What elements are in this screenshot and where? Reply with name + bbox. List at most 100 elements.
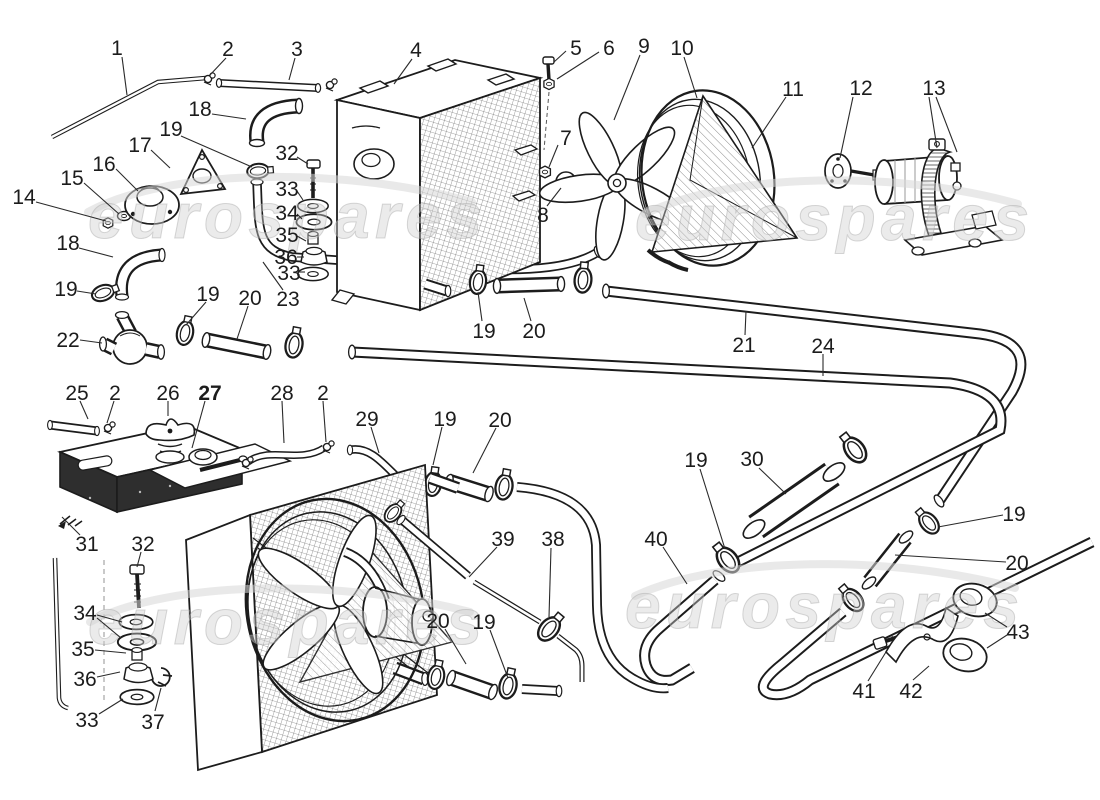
bracket-42-art <box>885 606 959 664</box>
part-label-18: 18 <box>188 98 211 121</box>
leader-line-36 <box>96 671 121 678</box>
part-label-34: 34 <box>275 202 299 225</box>
leader-line-23 <box>262 261 284 291</box>
leader-line-32 <box>136 551 142 568</box>
leader-line-10 <box>683 56 698 99</box>
part-label-19: 19 <box>684 449 707 472</box>
leader-line-9 <box>613 54 641 121</box>
part-label-16: 16 <box>92 153 115 176</box>
leader-line-18 <box>211 113 247 120</box>
leader-line-19 <box>937 514 1004 528</box>
pipe-1-art <box>50 75 207 140</box>
part-label-14: 14 <box>12 186 36 209</box>
part-label-5: 5 <box>570 37 582 60</box>
leader-line-20 <box>523 297 532 322</box>
leader-line-17 <box>150 149 171 169</box>
leader-line-20 <box>236 305 249 340</box>
part-label-7: 7 <box>560 127 572 150</box>
part-label-19: 19 <box>196 283 219 306</box>
leader-line-13 <box>935 96 958 153</box>
leader-line-37 <box>154 687 162 712</box>
leader-line-4 <box>393 58 413 85</box>
part-label-33: 33 <box>75 709 98 732</box>
leader-line-20 <box>894 554 1007 563</box>
leader-line-28 <box>281 400 285 444</box>
leader-line-33 <box>296 190 304 201</box>
leader-line-19 <box>180 135 253 168</box>
leader-line-43 <box>986 634 1008 649</box>
hose-30-art <box>742 462 846 539</box>
clip-2a-art <box>203 72 216 86</box>
hose-20e-art <box>861 530 914 590</box>
part-label-27: 27 <box>198 382 221 405</box>
mount-column-bottom-art <box>103 560 173 706</box>
part-label-3: 3 <box>291 38 303 61</box>
part-label-25: 25 <box>65 382 88 405</box>
part-label-19: 19 <box>472 611 495 634</box>
pipe-left-thin-art <box>52 557 69 711</box>
part-label-19: 19 <box>54 278 77 301</box>
leader-line-29 <box>370 426 380 454</box>
clip-2b-art <box>325 78 338 92</box>
leader-line-21 <box>744 310 747 336</box>
leader-line-2 <box>209 57 227 76</box>
clamp-19c-art <box>173 313 198 348</box>
clamp-19h-art <box>910 503 944 539</box>
part-label-11: 11 <box>782 78 804 101</box>
part-label-20: 20 <box>488 409 511 432</box>
filler-27-art <box>188 448 218 466</box>
leader-line-35 <box>296 235 307 242</box>
part-label-34: 34 <box>73 602 97 625</box>
part-label-20: 20 <box>426 610 449 633</box>
part-label-9: 9 <box>638 35 650 58</box>
part-label-21: 21 <box>732 334 755 357</box>
leader-line-14 <box>35 201 107 222</box>
wing-cap-26-art <box>145 418 196 464</box>
part-label-20: 20 <box>238 287 261 310</box>
hose-25-art <box>47 419 100 437</box>
pipe-24-art <box>347 344 1007 573</box>
shroud-10-art <box>636 89 799 272</box>
part-label-20: 20 <box>1005 552 1028 575</box>
part-label-10: 10 <box>670 37 693 60</box>
leader-line-15 <box>83 182 120 215</box>
part-label-4: 4 <box>410 39 422 62</box>
clip-2e-art <box>322 440 335 454</box>
leader-line-3 <box>288 57 296 81</box>
leader-line-19 <box>76 290 97 295</box>
pipe-bottom-stub-art <box>521 684 563 698</box>
part-label-2: 2 <box>222 38 234 61</box>
part-label-22: 22 <box>56 329 79 352</box>
leader-line-39 <box>468 546 498 578</box>
part-label-18: 18 <box>56 232 79 255</box>
leader-line-5 <box>553 50 567 63</box>
part-label-38: 38 <box>541 528 564 551</box>
part-label-31: 31 <box>75 533 98 556</box>
part-label-36: 36 <box>274 246 297 269</box>
part-label-2: 2 <box>109 382 121 405</box>
leader-line-32 <box>296 156 309 165</box>
leader-line-7 <box>548 144 559 168</box>
part-label-33: 33 <box>277 262 300 285</box>
leader-line-19 <box>489 629 509 679</box>
part-label-43: 43 <box>1006 621 1029 644</box>
leader-line-41 <box>867 651 887 682</box>
part-label-30: 30 <box>740 448 763 471</box>
watermark-top-right: eurospares <box>635 176 1032 255</box>
leader-line-35 <box>94 649 127 654</box>
part-label-35: 35 <box>71 638 94 661</box>
leader-line-20 <box>472 427 497 474</box>
leader-line-8 <box>546 187 562 207</box>
part-label-13: 13 <box>922 77 945 100</box>
leader-line-12 <box>839 96 854 159</box>
part-label-1: 1 <box>111 37 123 60</box>
part-label-40: 40 <box>644 528 667 551</box>
part-label-23: 23 <box>276 288 299 311</box>
leader-line-33 <box>98 698 124 715</box>
leader-line-25 <box>79 400 89 420</box>
leader-line-1 <box>121 56 128 96</box>
part-label-42: 42 <box>899 680 922 703</box>
leader-line-6 <box>556 51 600 80</box>
